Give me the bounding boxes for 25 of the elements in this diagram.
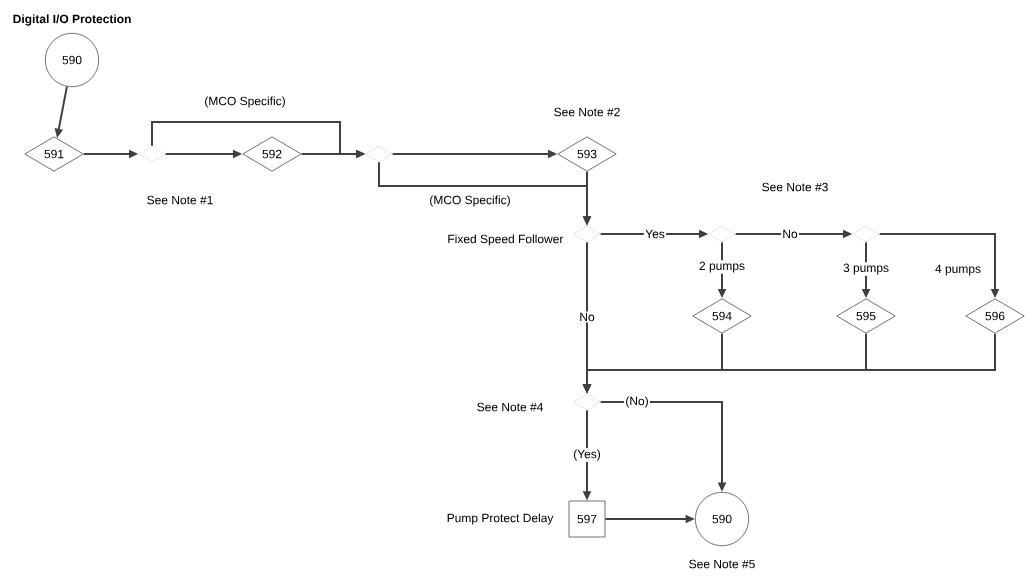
note-text: Pump Protect Delay: [447, 513, 554, 525]
edge-label: No: [781, 228, 799, 240]
junction-diamond: [573, 393, 601, 411]
note-text: See Note #3: [762, 182, 828, 192]
edge-label: (MCO Specific): [428, 194, 512, 208]
junction-diamond: [852, 225, 880, 243]
note-text: Fixed Speed Follower: [448, 234, 564, 246]
edge-label: (MCO Specific): [203, 95, 287, 109]
note-text: See Note #5: [689, 559, 755, 569]
edge-label: Yes: [643, 228, 667, 240]
note-text: See Note #1: [147, 195, 213, 205]
note-text: See Note #4: [477, 402, 544, 412]
junction-diamond: [573, 225, 601, 243]
note-text: See Note #2: [554, 107, 620, 117]
title: Digital I/O Protection: [13, 14, 131, 26]
edge-label: No: [578, 311, 596, 323]
edge-label: (Yes): [571, 448, 603, 462]
process-box: 597: [568, 500, 606, 538]
junction-diamond: [138, 145, 166, 163]
edge-label: 3 pumps: [841, 262, 891, 276]
edge-label: 4 pumps: [933, 263, 983, 277]
junction-diamond: [365, 145, 393, 163]
edge-label: 2 pumps: [697, 260, 747, 274]
edge-label: (No): [624, 395, 650, 409]
junction-diamond: [708, 225, 736, 243]
